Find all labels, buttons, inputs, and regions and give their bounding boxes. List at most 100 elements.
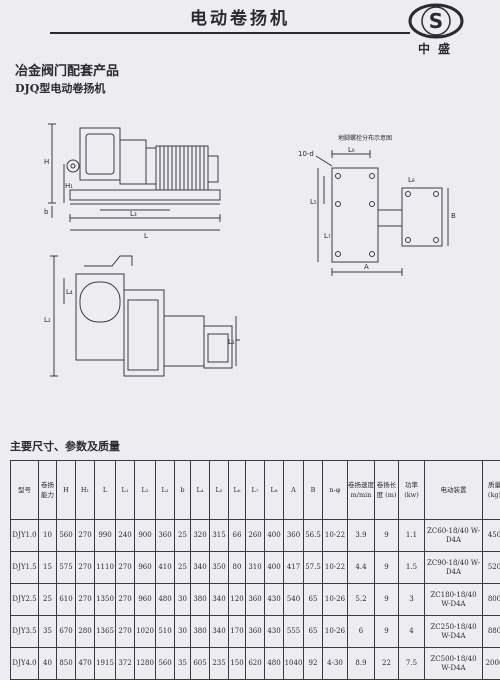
table-cell: 57.5 [304, 552, 323, 584]
table-cell: 10-22 [323, 520, 348, 552]
table-cell: 360 [284, 520, 304, 552]
column-header: H [57, 461, 76, 520]
table-cell: 80 [229, 552, 246, 584]
table-cell: 1.1 [399, 520, 425, 552]
dim-L7: L₇ [324, 232, 331, 240]
table-cell: 9 [375, 616, 399, 648]
table-cell: 7.5 [399, 648, 425, 680]
table-cell: 270 [76, 520, 95, 552]
column-header: L₆ [229, 461, 246, 520]
table-cell: 380 [191, 616, 210, 648]
table-cell: 65 [304, 584, 323, 616]
table-cell: 400 [265, 520, 284, 552]
column-header: L [95, 461, 116, 520]
table-cell: 350 [210, 552, 229, 584]
table-cell: 9 [375, 520, 399, 552]
table-cell: 670 [57, 616, 76, 648]
dim-L: L [144, 232, 148, 240]
table-cell: 35 [175, 648, 191, 680]
table-cell: 310 [246, 552, 265, 584]
table-cell: 10-26 [323, 616, 348, 648]
table-cell: 10 [39, 520, 57, 552]
table-cell: 30 [175, 584, 191, 616]
column-header: L₇ [246, 461, 265, 520]
table-cell: 315 [210, 520, 229, 552]
table-cell: 555 [284, 616, 304, 648]
plan-view-drawing: L₄ L₂ L₁ [40, 252, 240, 382]
table-cell: 560 [156, 648, 175, 680]
dim-L1: L₁ [228, 338, 235, 346]
table-cell: 4-30 [323, 648, 348, 680]
table-cell: 1.5 [399, 552, 425, 584]
table-cell: 235 [210, 648, 229, 680]
table-cell: 1040 [284, 648, 304, 680]
table-cell: 410 [156, 552, 175, 584]
table-cell: 66 [229, 520, 246, 552]
column-header: 卷扬长度 (m) [375, 461, 399, 520]
header-rule [50, 32, 410, 34]
table-cell: 280 [76, 616, 95, 648]
table-cell: 270 [116, 552, 135, 584]
column-header: B [304, 461, 323, 520]
table-cell: 120 [229, 584, 246, 616]
column-header: n-φ [323, 461, 348, 520]
anchor-bolt-layout-drawing: 10-d L₆ L₅ L₇ A B L₈ [298, 142, 468, 282]
dim-A: A [364, 263, 369, 271]
table-cell: 9 [375, 552, 399, 584]
table-cell: 560 [57, 520, 76, 552]
table-title: 主要尺寸、参数及质量 [10, 438, 120, 454]
table-cell: 260 [246, 520, 265, 552]
table-cell: 35 [39, 616, 57, 648]
table-cell: ZC250-18/40 W-D4A [425, 616, 483, 648]
column-header: A [284, 461, 304, 520]
table-cell: 92 [304, 648, 323, 680]
table-cell: 540 [284, 584, 304, 616]
table-cell: 450 [483, 520, 500, 552]
dim-B: B [451, 212, 456, 220]
brand-logo: S [408, 2, 464, 40]
table-cell: 470 [76, 648, 95, 680]
table-cell: 610 [57, 584, 76, 616]
dim-L8: L₈ [408, 176, 415, 184]
table-cell: 380 [191, 584, 210, 616]
table-cell: 575 [57, 552, 76, 584]
table-cell: 4 [399, 616, 425, 648]
table-cell: 56.5 [304, 520, 323, 552]
table-cell: 430 [265, 584, 284, 616]
column-header: L₃ [156, 461, 175, 520]
table-cell: 400 [265, 552, 284, 584]
table-cell: 1280 [135, 648, 156, 680]
diagram-caption: 地脚螺栓分布示意图 [338, 133, 392, 142]
table-cell: 320 [191, 520, 210, 552]
table-cell: DJY2.5 [11, 584, 39, 616]
table-cell: 360 [156, 520, 175, 552]
table-cell: 340 [191, 552, 210, 584]
table-cell: ZC90-18/40 W-D4A [425, 552, 483, 584]
table-cell: 1020 [135, 616, 156, 648]
column-header: H₁ [76, 461, 95, 520]
table-cell: 880 [483, 616, 500, 648]
table-cell: 480 [156, 584, 175, 616]
table-cell: 150 [229, 648, 246, 680]
dim-H: H [44, 158, 49, 166]
table-cell: 430 [265, 616, 284, 648]
table-cell: 800 [483, 584, 500, 616]
table-cell: 360 [246, 584, 265, 616]
table-cell: 960 [135, 584, 156, 616]
table-cell: 340 [210, 616, 229, 648]
table-cell: 900 [135, 520, 156, 552]
table-cell: 9 [375, 584, 399, 616]
dim-L3: L₃ [130, 210, 137, 218]
table-cell: 1915 [95, 648, 116, 680]
table-cell: 360 [246, 616, 265, 648]
table-cell: 620 [246, 648, 265, 680]
table-cell: 850 [57, 648, 76, 680]
table-cell: DJY4.0 [11, 648, 39, 680]
table-cell: 270 [76, 584, 95, 616]
table-cell: 340 [210, 584, 229, 616]
table-cell: 990 [95, 520, 116, 552]
table-cell: 1350 [95, 584, 116, 616]
model-title: DJQ型电动卷扬机 [15, 80, 105, 96]
